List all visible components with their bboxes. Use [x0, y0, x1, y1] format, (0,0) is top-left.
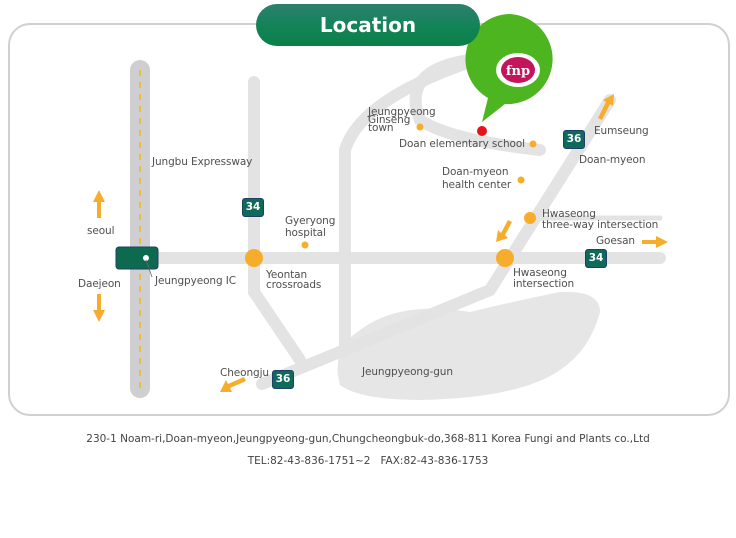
destination-marker	[477, 126, 487, 136]
hospital-poi	[301, 241, 309, 249]
arrow-down-icon	[93, 294, 105, 322]
direction-cheongju: Cheongju	[220, 367, 269, 379]
route-36-shield: 36	[563, 130, 585, 149]
arrow-up-right-icon	[598, 94, 614, 120]
location-map: fnp	[93, 14, 668, 400]
direction-eumseung: Eumseung	[594, 125, 649, 137]
hwaseong-three-way-label: Hwaseong three-way intersection	[542, 208, 659, 231]
hospital-label: Gyeryong hospital	[285, 215, 336, 239]
school-poi	[529, 140, 537, 148]
health-center-label: Doan-myeon health center	[442, 166, 512, 191]
direction-daejeon: Daejeon	[78, 278, 121, 290]
ginseng-town-poi	[416, 123, 424, 131]
arrow-cheongju-icon	[220, 377, 246, 392]
page-title: Location	[256, 4, 480, 46]
county-label: Jeungpyeong-gun	[362, 366, 453, 378]
direction-goesan: Goesan	[596, 235, 635, 247]
doan-myeon-label: Doan-myeon	[579, 154, 646, 166]
route-36-shield: 36	[272, 370, 294, 389]
interchange-marker	[115, 246, 159, 270]
health-center-poi	[517, 176, 525, 184]
school-label: Doan elementary school	[399, 138, 525, 150]
county-area	[337, 291, 600, 400]
route-34-shield: 34	[242, 198, 264, 217]
arrow-right-icon	[642, 236, 668, 248]
route-34-shield: 34	[585, 249, 607, 268]
yeontan-label: Yeontan crossroads	[266, 269, 322, 291]
ginseng-town-label: Jeungpyeong Ginseng town	[368, 106, 436, 134]
road-36-main	[256, 94, 616, 390]
arrow-up-icon	[93, 190, 105, 218]
hwaseong-three-way-node	[524, 212, 536, 224]
road-school-loop	[409, 54, 546, 156]
company-pin[interactable]: fnp	[465, 14, 553, 122]
brand-logo-icon: fnp	[506, 64, 530, 79]
hwaseong-intersection-node	[496, 249, 514, 267]
footer-address: 230-1 Noam-ri,Doan-myeon,Jeungpyeong-gun…	[86, 433, 650, 445]
hwaseong-intersection-label: Hwaseong intersection	[513, 267, 575, 290]
interchange-label: Jeungpyeong IC	[155, 275, 236, 287]
arrow-down-left-icon	[496, 220, 512, 242]
expressway-label: Jungbu Expressway	[152, 156, 253, 168]
direction-seoul: seoul	[87, 225, 115, 237]
footer-contact: TEL:82-43-836-1751~2 FAX:82-43-836-1753	[247, 455, 489, 467]
road-34-vertical	[248, 76, 306, 366]
yeontan-crossroads-node	[245, 249, 263, 267]
